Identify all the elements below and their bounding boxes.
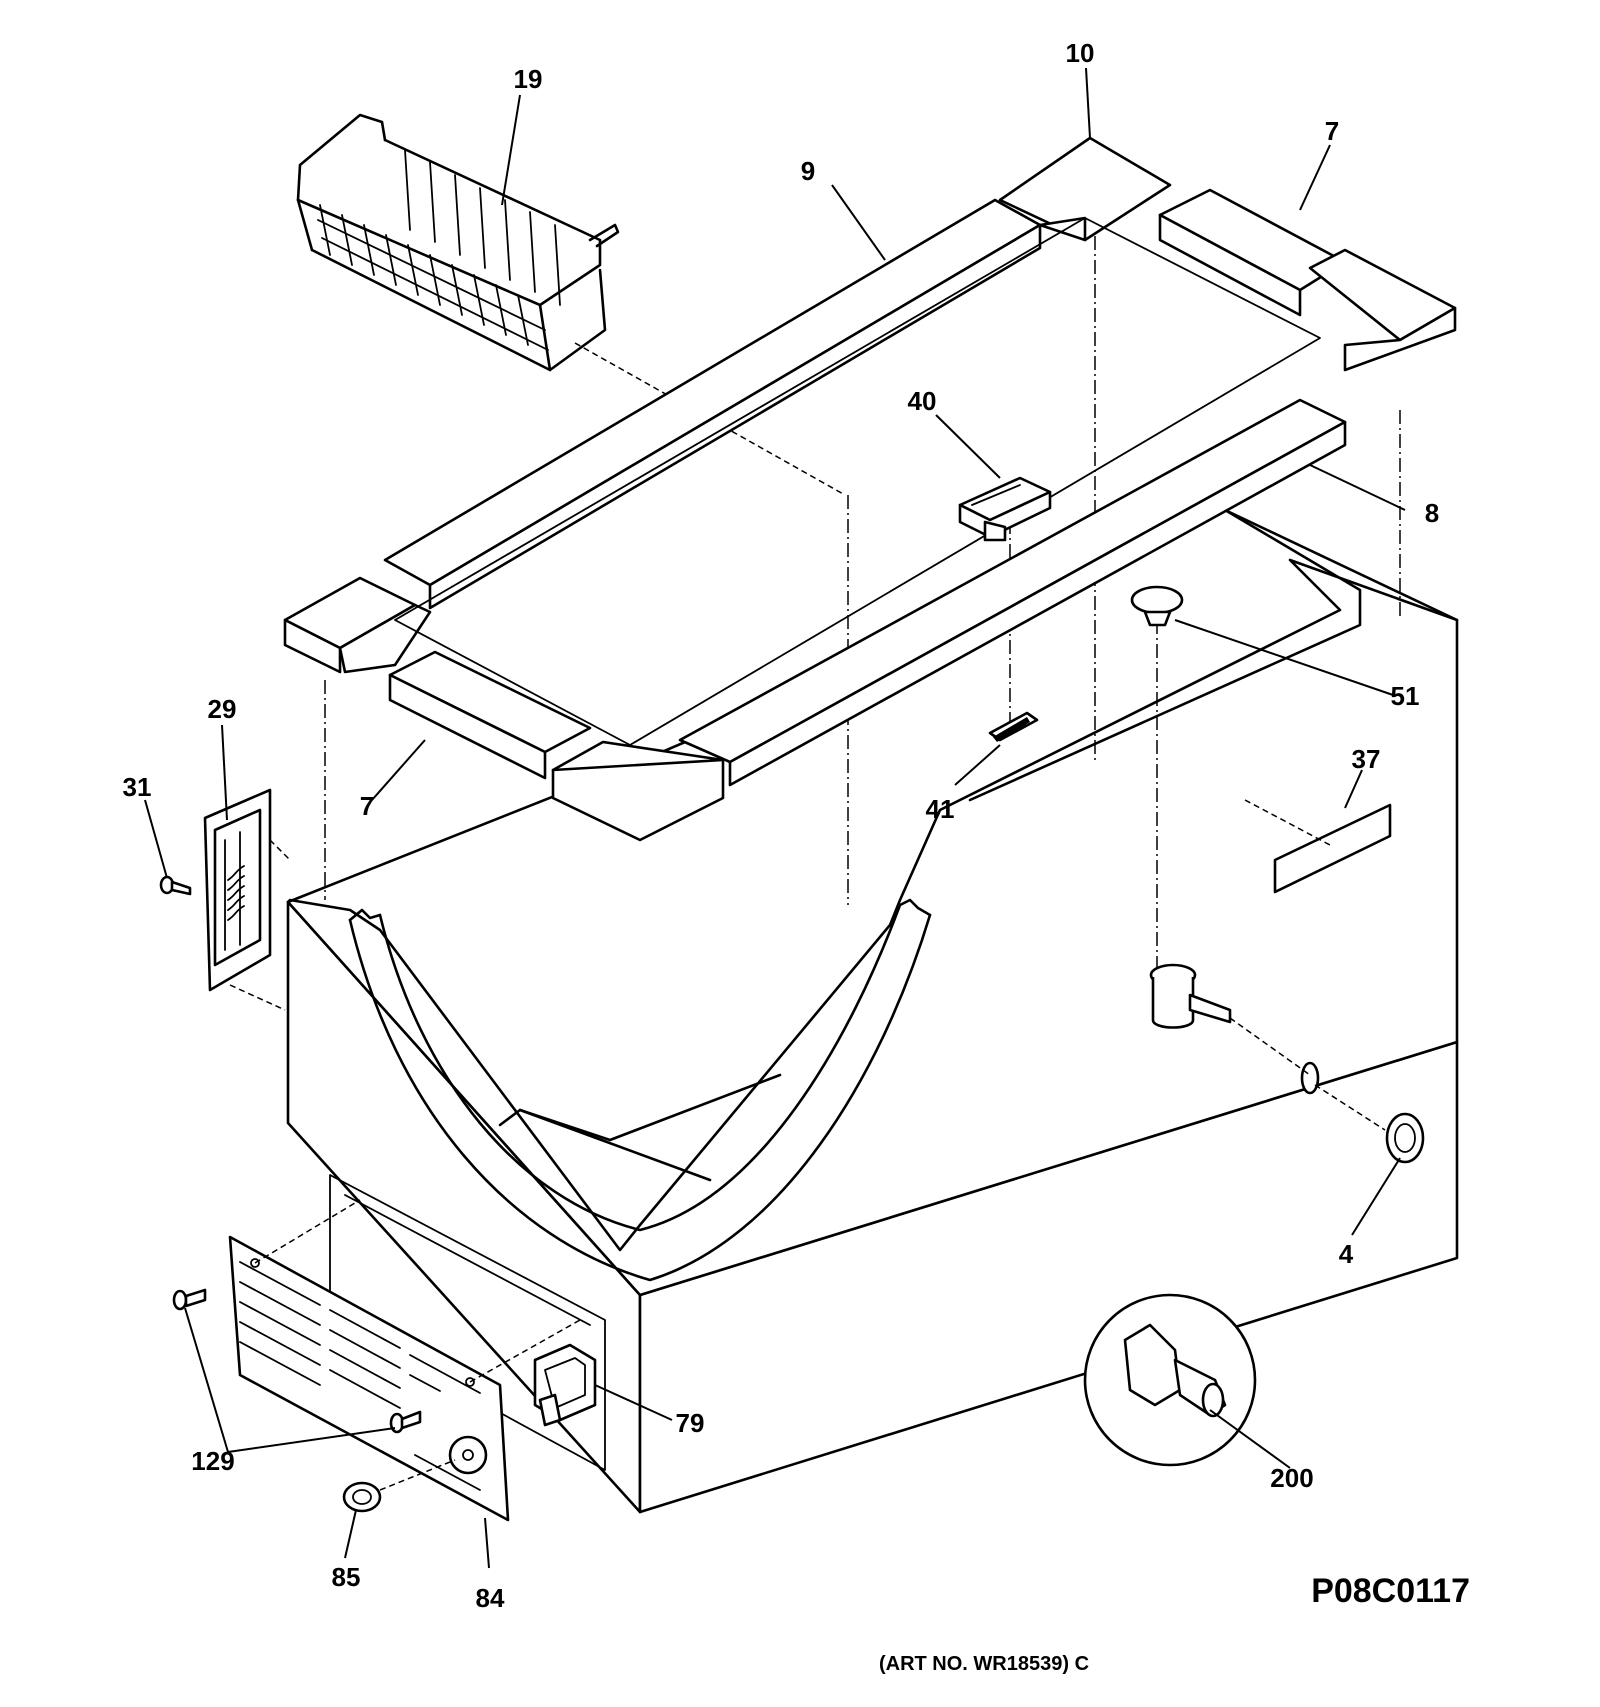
label-10: 10 <box>1066 38 1095 68</box>
label-37: 37 <box>1352 744 1381 774</box>
label-129: 129 <box>191 1446 234 1476</box>
label-9: 9 <box>801 156 815 186</box>
drain-assembly <box>1149 963 1386 1131</box>
label-85: 85 <box>332 1562 361 1592</box>
label-8: 8 <box>1425 498 1439 528</box>
part-29-hinge <box>203 788 291 1011</box>
part-84-grille <box>228 1199 581 1522</box>
part-40-lock <box>958 476 1052 542</box>
part-51-plug <box>1130 585 1184 627</box>
label-40: 40 <box>908 386 937 416</box>
label-7-bottom: 7 <box>360 791 374 821</box>
label-51: 51 <box>1391 681 1420 711</box>
part-19-basket <box>296 113 620 372</box>
part-200-fitting <box>1083 1293 1257 1467</box>
label-41: 41 <box>926 794 955 824</box>
label-7-top: 7 <box>1325 116 1339 146</box>
part-4-plug <box>1385 1112 1425 1164</box>
label-84: 84 <box>476 1583 505 1613</box>
label-200: 200 <box>1270 1463 1313 1493</box>
drawing-code: P08C0117 <box>1311 1572 1470 1610</box>
part-37-label <box>1244 799 1392 894</box>
part-41-clip <box>988 711 1039 742</box>
part-labels: 19 10 7 9 40 8 51 29 31 7 41 37 4 129 79… <box>123 38 1440 1613</box>
leader-lines <box>144 67 1406 1569</box>
breaker-strip-frame <box>283 136 1457 842</box>
label-19: 19 <box>514 64 543 94</box>
label-4: 4 <box>1339 1239 1354 1269</box>
art-number: (ART NO. WR18539) C <box>879 1653 1089 1675</box>
part-129-screws <box>172 1288 422 1434</box>
part-31-screw <box>159 875 192 896</box>
label-31: 31 <box>123 772 152 802</box>
part-79-relay <box>533 1343 597 1427</box>
label-79: 79 <box>676 1408 705 1438</box>
part-85-knob <box>342 1459 456 1513</box>
label-29: 29 <box>208 694 237 724</box>
